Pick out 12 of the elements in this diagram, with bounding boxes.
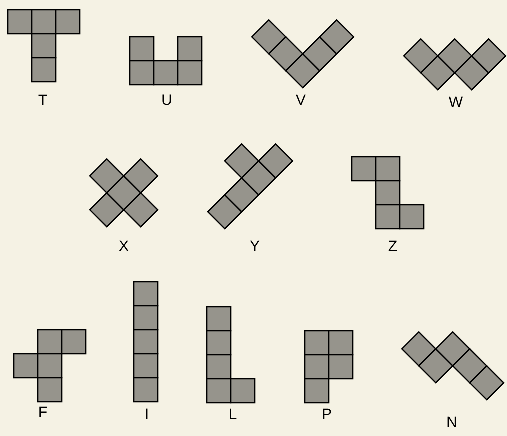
letter-label: Z — [388, 240, 398, 252]
letter-label: V — [296, 94, 306, 106]
letter-label: U — [162, 94, 172, 106]
letter-label: Y — [250, 240, 260, 252]
letter-label: P — [323, 408, 332, 420]
letter-label: F — [40, 406, 47, 418]
letter-label: N — [448, 416, 456, 428]
letter-label: T — [38, 94, 48, 106]
letter-label: L — [230, 408, 237, 420]
letter-label: I — [146, 408, 148, 420]
letter-label: X — [119, 240, 129, 252]
letter-label: W — [448, 96, 464, 108]
